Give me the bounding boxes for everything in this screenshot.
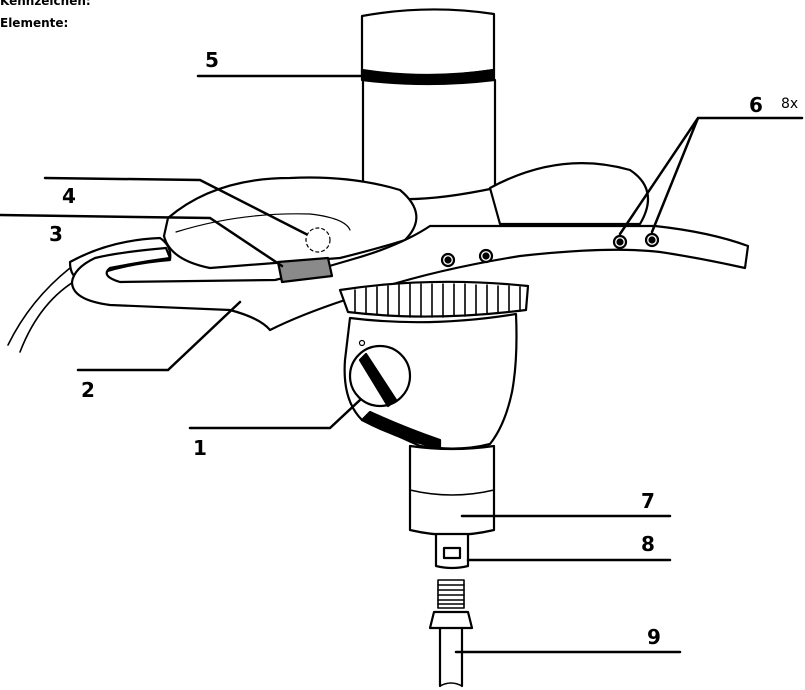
- callout-5: 5: [205, 48, 219, 72]
- top-cap: [360, 8, 496, 78]
- left-grip-inner: [175, 213, 351, 233]
- motor-housing: [361, 73, 497, 201]
- left-grip: [162, 176, 418, 270]
- stirrer-rod: [438, 626, 464, 688]
- callout-3: 3: [49, 222, 63, 246]
- handlebar-frame: [70, 224, 750, 332]
- stirrer-nut: [428, 610, 474, 630]
- gear-indicator-dot: [358, 339, 366, 347]
- leader-2: [76, 300, 242, 372]
- switch-block: [276, 256, 334, 284]
- gear-selector-slot: [358, 352, 398, 408]
- stirrer-thread: [437, 579, 465, 609]
- right-grip-back: [488, 162, 650, 226]
- callout-6: 6: [749, 93, 763, 117]
- cap-band: [360, 68, 496, 86]
- speed-dial-marker: [305, 227, 331, 253]
- callout-8: 8: [641, 532, 655, 556]
- leader-6: [618, 116, 804, 236]
- frame-screws: [440, 232, 660, 268]
- callout-6-multiplier: 8x: [781, 96, 799, 112]
- leader-3: [0, 213, 284, 268]
- callout-2: 2: [81, 378, 95, 402]
- gearbox-shade: [360, 410, 442, 450]
- spindle-housing: [408, 444, 496, 537]
- callout-1: 1: [193, 436, 207, 460]
- header-label-2: Elemente:: [0, 16, 69, 30]
- callout-4: 4: [62, 184, 76, 208]
- leader-4: [43, 176, 308, 236]
- spindle-ring: [409, 489, 495, 496]
- stirrer-rod-break: [439, 682, 463, 687]
- header-label-1: Kennzeichen:: [0, 0, 91, 8]
- collar-ribs: [354, 283, 521, 318]
- leader-1: [188, 398, 362, 430]
- leader-lines: [0, 74, 804, 654]
- cable: [7, 267, 81, 353]
- callout-7: 7: [641, 489, 655, 513]
- ribbed-collar: [338, 280, 530, 318]
- callout-9: 9: [647, 625, 661, 649]
- shaft-nut: [442, 546, 462, 560]
